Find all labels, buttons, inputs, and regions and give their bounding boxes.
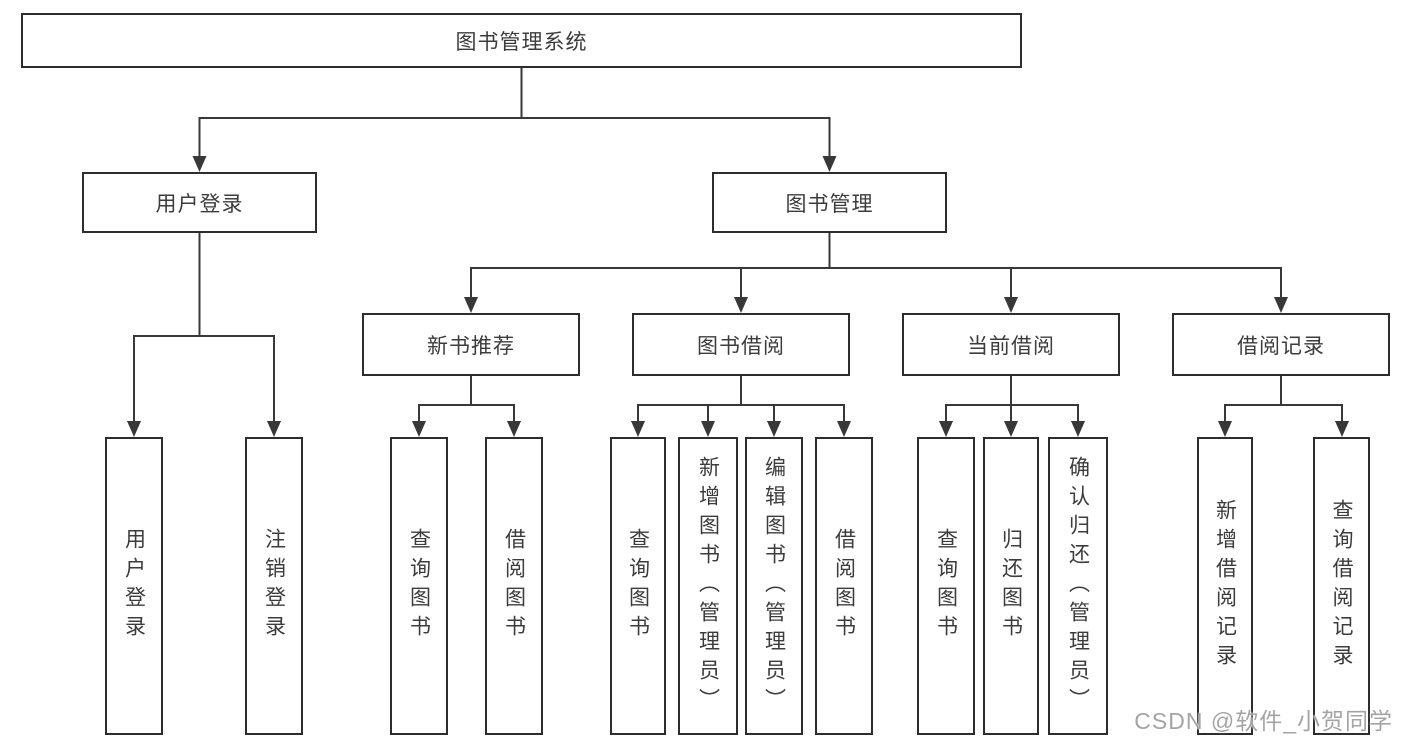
node-branch-user-login: 用户登录 [82,172,317,233]
node-leaf-user-login: 用户登录 [105,437,163,735]
node-leaf-edit-book-admin: 编辑图书（管理员） [745,437,803,735]
node-branch-book-management: 图书管理 [712,172,947,233]
node-leaf-query-borrow-record: 查询借阅记录 [1313,437,1370,735]
watermark: CSDN @软件_小贺同学 [1134,708,1393,734]
node-leaf-query-books-borrow: 查询图书 [610,437,666,735]
node-leaf-borrow-books-recommend: 借阅图书 [485,437,543,735]
node-leaf-confirm-return-admin: 确认归还（管理员） [1048,437,1108,735]
leaf-label: 新增借阅记录 [1213,499,1237,673]
leaf-label: 查询图书 [407,528,431,644]
node-section-book-borrow: 图书借阅 [632,313,850,376]
node-leaf-query-books-current: 查询图书 [917,437,975,735]
leaf-label: 借阅图书 [502,528,526,644]
leaf-label: 查询借阅记录 [1330,499,1353,673]
leaf-label: 编辑图书（管理员） [762,455,786,717]
leaf-label: 借阅图书 [832,528,856,644]
node-leaf-query-books-recommend: 查询图书 [390,437,448,735]
node-leaf-logout: 注销登录 [245,437,303,735]
leaf-label: 注销登录 [262,528,286,644]
leaf-label: 查询图书 [934,528,958,644]
node-section-current-borrow: 当前借阅 [902,313,1120,376]
leaf-label: 新增图书（管理员） [696,455,720,717]
leaf-label: 归还图书 [999,528,1023,644]
node-leaf-add-book-admin: 新增图书（管理员） [678,437,738,735]
leaf-label: 确认归还（管理员） [1066,455,1090,717]
node-leaf-return-book: 归还图书 [983,437,1039,735]
node-leaf-add-borrow-record: 新增借阅记录 [1197,437,1253,735]
node-section-new-book-recommend: 新书推荐 [362,313,580,376]
node-root: 图书管理系统 [21,13,1022,68]
node-section-borrow-records: 借阅记录 [1172,313,1390,376]
leaf-label: 用户登录 [122,528,146,644]
node-leaf-borrow-books: 借阅图书 [815,437,873,735]
leaf-label: 查询图书 [626,528,650,644]
